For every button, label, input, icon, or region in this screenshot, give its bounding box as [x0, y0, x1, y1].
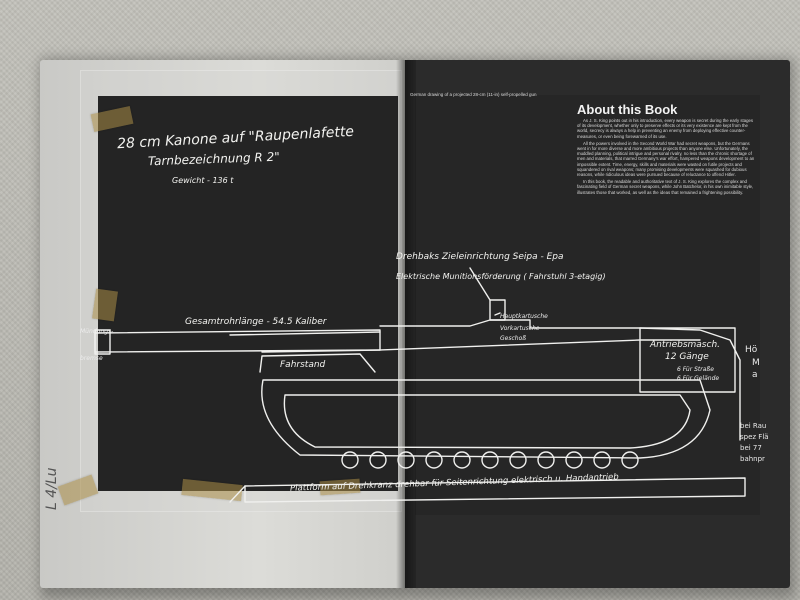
about-paragraph: All the powers involved in the Second Wo… [577, 140, 755, 178]
upper-hull [261, 339, 701, 353]
track-outline [261, 379, 711, 459]
about-paragraph: As J. S. King points out in his introduc… [577, 118, 754, 139]
road-wheel [453, 451, 471, 469]
edge-note: M [752, 358, 760, 368]
cartridge-label-2: Vorkartusche [500, 325, 540, 332]
about-body: As J. S. King points out in his introduc… [577, 118, 755, 238]
edge-note: bei 77 [740, 444, 762, 452]
road-wheel [369, 451, 387, 469]
about-title: About this Book [577, 102, 678, 117]
barrel-sleeve [229, 331, 381, 336]
barrel-length-label: Gesamtrohrlänge - 54.5 Kaliber [185, 317, 327, 327]
rangefinder-housing [489, 299, 506, 321]
leader-line [494, 312, 501, 316]
muzzle-label-2: bremse [80, 355, 103, 362]
road-wheel [397, 451, 415, 469]
edge-note: Hö [745, 345, 758, 355]
platform-ramp [229, 485, 246, 503]
edge-note: a [752, 370, 758, 380]
road-wheel [621, 451, 639, 469]
drive-box [639, 327, 736, 393]
muzzle-brake [94, 329, 111, 355]
weight-label: Gewicht - 136 t [172, 176, 234, 185]
track-inner [283, 394, 691, 449]
platform [244, 477, 746, 503]
drive-label-4: 6 Für Gelände [677, 375, 720, 382]
road-wheel [481, 451, 499, 469]
road-wheel [425, 451, 443, 469]
road-wheel [341, 451, 359, 469]
edge-note: spez Flä [740, 433, 769, 441]
drive-label-2: 12 Gänge [665, 352, 709, 362]
about-paragraph: In this book, the readable and authorita… [577, 179, 754, 195]
cartridge-label-3: Geschoß [500, 335, 527, 342]
drive-label-3: 6 Für Straße [677, 366, 714, 373]
cartridge-label-1: Hauptkartusche [500, 313, 548, 320]
edge-note: bei Rau [740, 422, 767, 430]
drive-label-1: Antriebsmasch. [650, 340, 721, 350]
road-wheel [509, 451, 527, 469]
road-wheel [593, 451, 611, 469]
rangefinder-label: Drehbaks Zieleinrichtung Seipa - Epa [396, 252, 564, 262]
leader-line [469, 267, 491, 301]
ammo-feed-label: Elektrische Munitionsförderung ( Fahrstu… [396, 272, 606, 281]
driver-stand-label: Fahrstand [280, 360, 326, 370]
road-wheel [537, 451, 555, 469]
road-wheel [565, 451, 583, 469]
muzzle-label-1: Mündungs- [80, 328, 114, 335]
edge-note: bahnpr [740, 455, 765, 463]
right-drawing-plate [415, 95, 760, 515]
driver-cab [259, 353, 376, 373]
left-drawing-plate [98, 96, 398, 491]
drawing-caption: German drawing of a projected 28-cm (11-… [410, 92, 537, 97]
